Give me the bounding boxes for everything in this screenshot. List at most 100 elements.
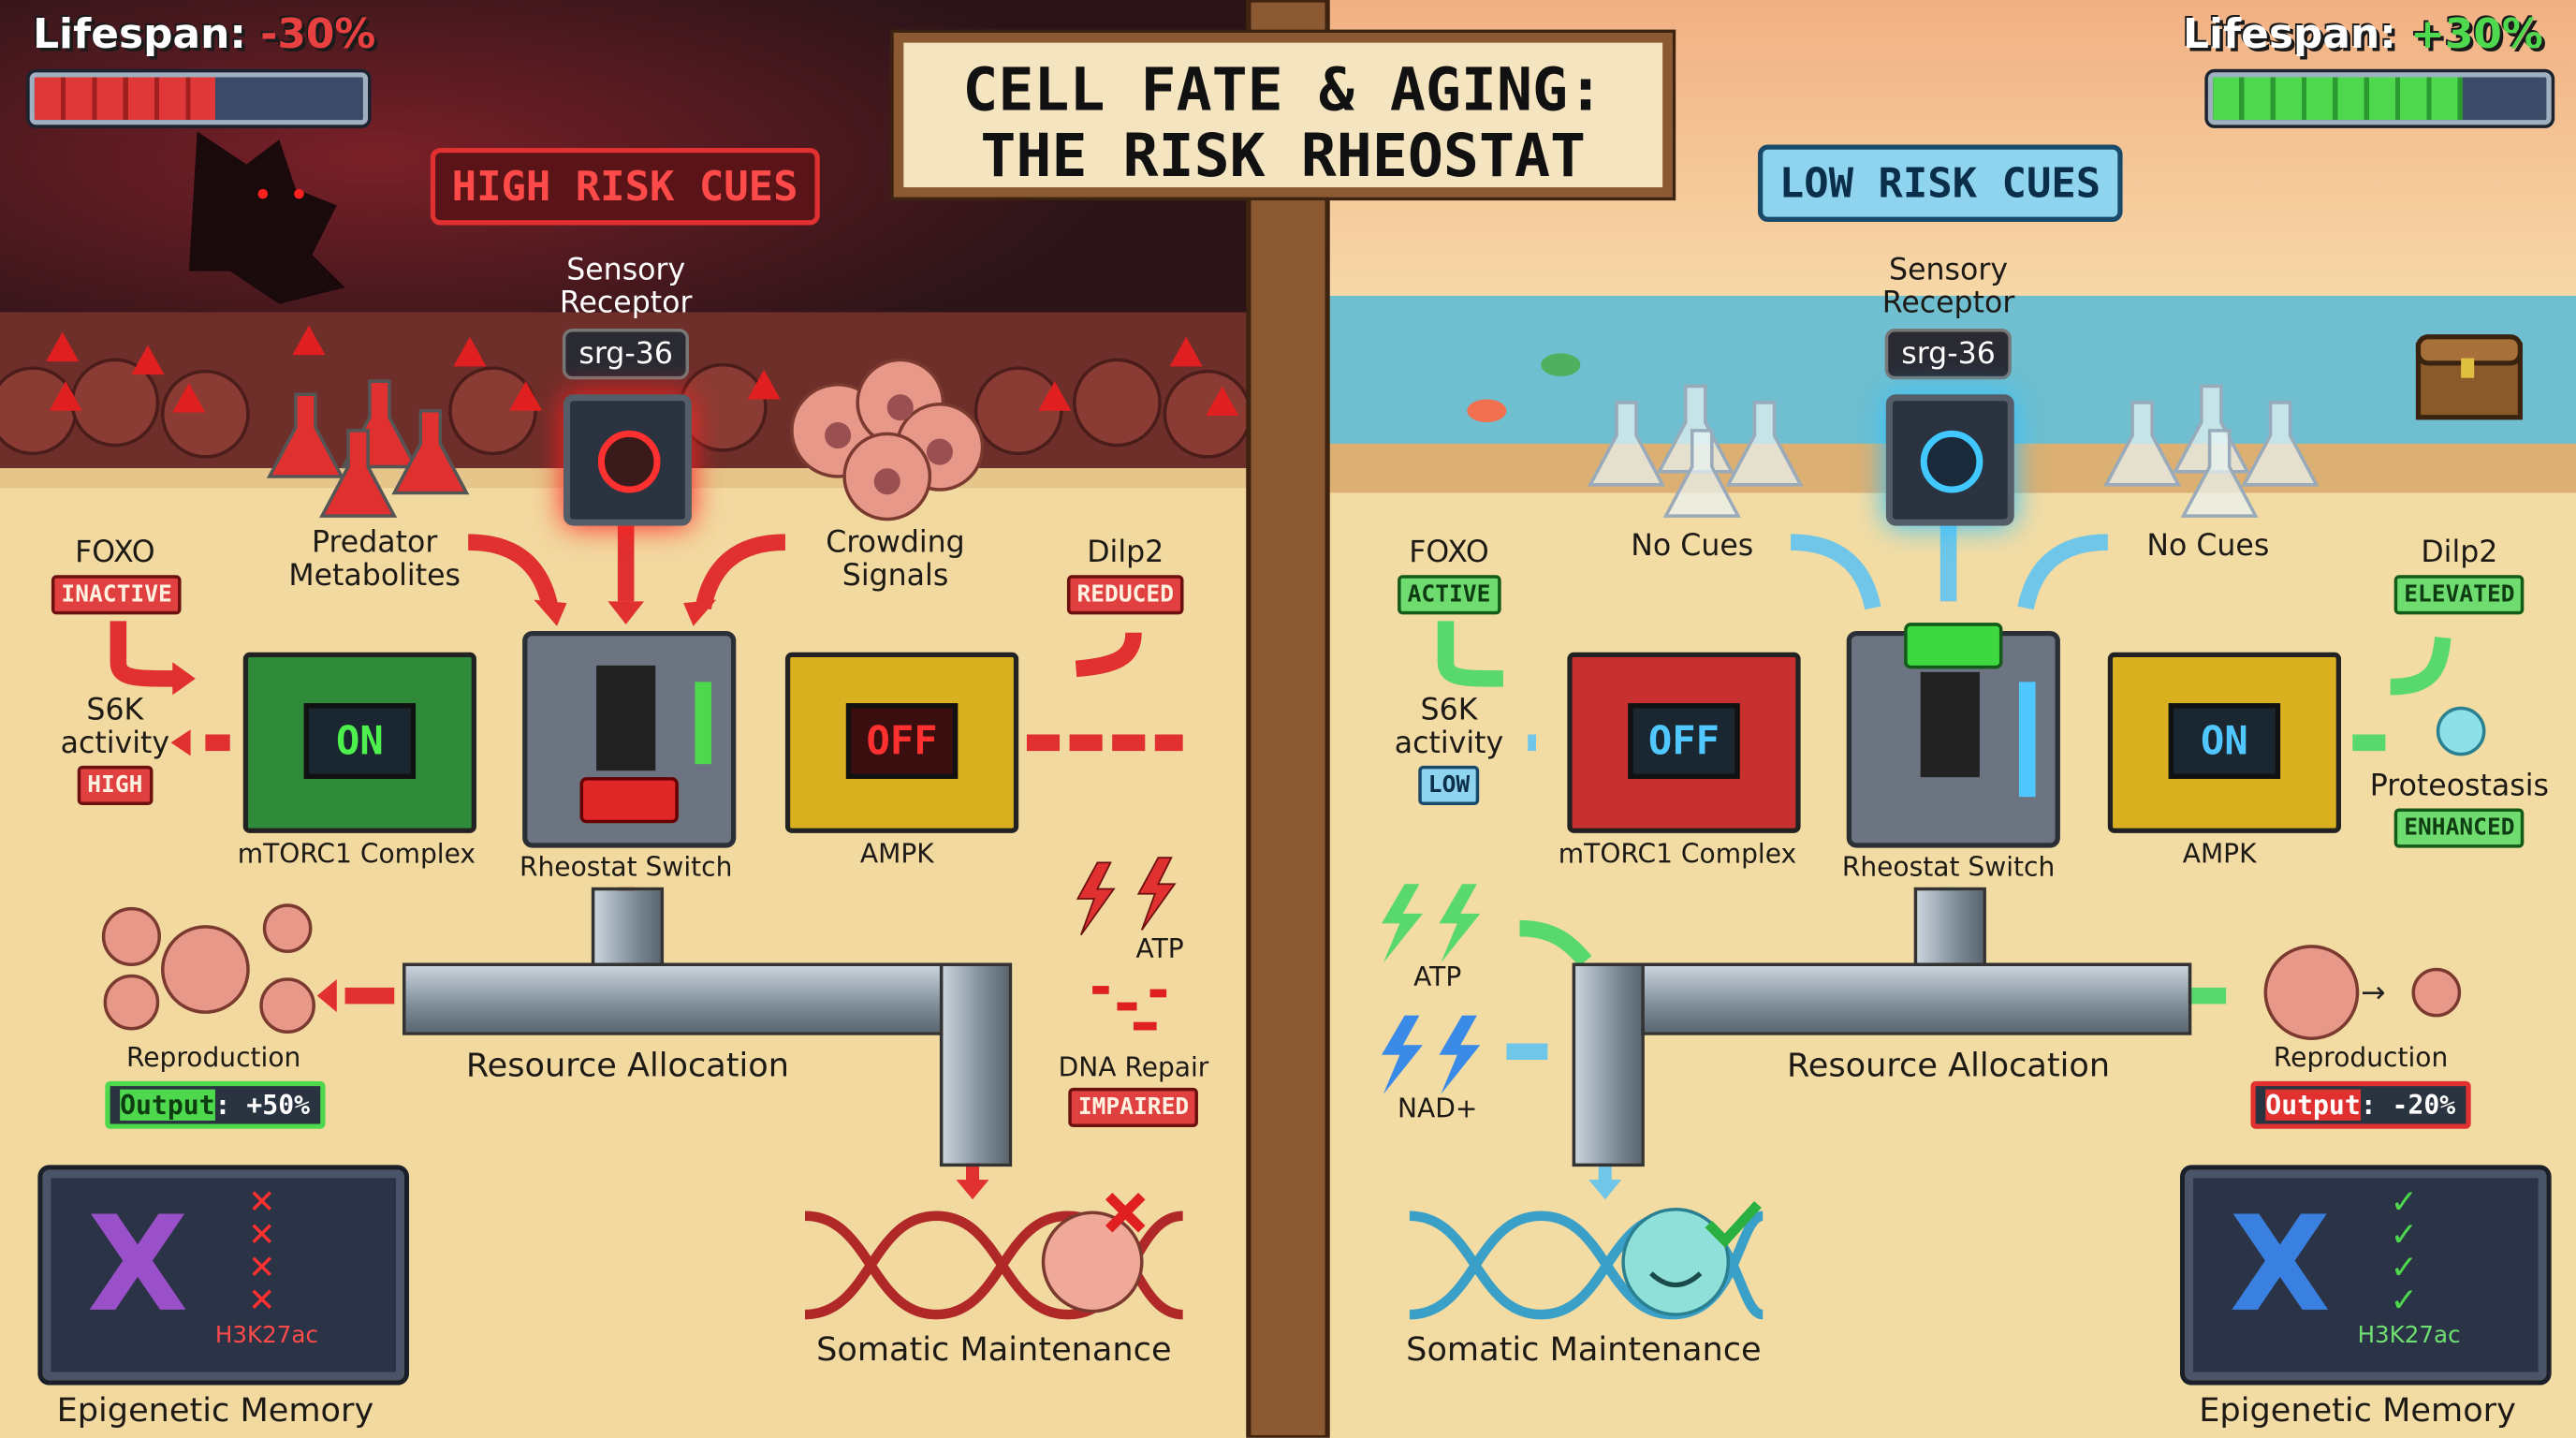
resource-pipe-right — [1634, 962, 2192, 1035]
foxo-label: FOXO — [1409, 536, 1489, 571]
rheostat-label: Rheostat Switch — [519, 851, 733, 883]
resource-pipe-left — [402, 962, 952, 1035]
treasure-chest-icon — [2415, 334, 2523, 420]
s6k-status-badge: LOW — [1418, 765, 1480, 805]
lightning-icon-blue — [1382, 1015, 1481, 1094]
atp-label: ATP — [1135, 932, 1184, 965]
chromosome-icon: X — [2229, 1187, 2331, 1342]
srg-36-pill: srg-36 — [1884, 329, 2012, 380]
svg-text:→: → — [2361, 976, 2385, 1010]
dilp2-label: Dilp2 — [1087, 536, 1164, 571]
reproduction-cells-right — [2263, 945, 2462, 1040]
srg-36-pill: srg-36 — [562, 329, 690, 380]
lifespan-label: Lifespan: — [2183, 9, 2411, 58]
title-line-2: THE RISK RHEOSTAT — [980, 123, 1587, 191]
protein-icon — [2436, 706, 2486, 756]
atp-label: ATP — [1413, 961, 1462, 993]
proteostasis-label: Proteostasis — [2369, 769, 2549, 804]
low-risk-cues-banner: LOW RISK CUES — [1757, 144, 2123, 222]
ampk-label: AMPK — [859, 838, 934, 870]
h3k27ac-mark: H3K27ac — [214, 1322, 318, 1349]
happy-cell-icon — [1621, 1207, 1731, 1316]
sensory-receptor-red — [563, 394, 692, 526]
lifespan-bar-left — [26, 68, 372, 128]
dna-repair-label: DNA Repair — [1058, 1051, 1209, 1083]
mtorc1-label: mTORC1 Complex — [237, 838, 476, 870]
mtorc1-board: ON — [242, 652, 476, 833]
no-cues-label: No Cues — [1631, 529, 1754, 564]
check-icon — [1705, 1200, 1762, 1248]
empty-flask-icon — [1588, 384, 2320, 518]
foxo-status-badge: INACTIVE — [51, 575, 183, 615]
dilp2-status-badge: REDUCED — [1066, 575, 1184, 615]
lifespan-label: Lifespan: — [33, 9, 261, 58]
reproduction-output-badge: Output: -20% — [2250, 1080, 2470, 1129]
lifespan-value: -30% — [260, 9, 376, 58]
mtorc1-display: OFF — [1628, 703, 1740, 779]
mtorc1-board: OFF — [1567, 652, 1801, 833]
lifespan-value: +30% — [2410, 9, 2543, 58]
lifespan-bar-right — [2204, 68, 2555, 128]
lifespan-bar-fill — [2213, 77, 2464, 121]
dna-repair-status-badge: IMPAIRED — [1068, 1087, 1199, 1127]
lifespan-readout-right: Lifespan: +30% — [2183, 10, 2543, 58]
sensory-receptor-blue — [1885, 394, 2014, 526]
dilp2-label: Dilp2 — [2421, 536, 2498, 571]
chromosome-icon: X — [87, 1187, 189, 1342]
predator-silhouette — [188, 131, 345, 304]
ampk-display: ON — [2168, 703, 2281, 779]
reproduction-label: Reproduction — [126, 1041, 301, 1074]
fish-icon — [1467, 353, 1581, 423]
cross-marks-icon: ✕✕✕✕ — [248, 1181, 276, 1320]
lifespan-bar-fill — [34, 77, 215, 121]
reproduction-label: Reproduction — [2273, 1041, 2449, 1074]
mtorc1-label: mTORC1 Complex — [1558, 838, 1797, 870]
rheostat-switch-right[interactable] — [1846, 623, 2060, 848]
rheostat-switch-left[interactable] — [522, 630, 737, 848]
no-cues-label: No Cues — [2146, 529, 2270, 564]
epigenetic-memory-label: Epigenetic Memory — [56, 1389, 374, 1430]
nad-label: NAD+ — [1398, 1093, 1478, 1124]
h3k27ac-mark: H3K27ac — [2357, 1322, 2461, 1349]
ampk-label: AMPK — [2182, 838, 2257, 870]
ampk-board: OFF — [784, 652, 1019, 833]
pipe-vertical — [1913, 887, 1986, 976]
lightning-icon-green — [1382, 884, 1481, 963]
resource-allocation-label: Resource Allocation — [465, 1045, 790, 1085]
epigenetic-memory-label: Epigenetic Memory — [2199, 1389, 2516, 1430]
s6k-status-badge: HIGH — [77, 765, 153, 805]
proteostasis-status-badge: ENHANCED — [2393, 808, 2525, 848]
lifespan-readout-left: Lifespan: -30% — [33, 10, 375, 58]
dna-fragment-icon — [1092, 986, 1167, 1031]
signal-arrows-left — [110, 519, 1183, 1005]
ampk-display: OFF — [845, 703, 959, 779]
healthy-dna-icon — [1409, 1211, 1764, 1320]
check-marks-icon: ✓✓✓✓ — [2390, 1181, 2419, 1320]
ampk-board: ON — [2107, 652, 2342, 833]
foxo-status-badge: ACTIVE — [1398, 575, 1500, 615]
divider-post — [1246, 0, 1330, 1438]
title-sign: CELL FATE & AGING: THE RISK RHEOSTAT — [890, 29, 1676, 201]
rheostat-label: Rheostat Switch — [1841, 851, 2056, 883]
high-risk-cues-banner: HIGH RISK CUES — [430, 147, 820, 226]
resource-allocation-label: Resource Allocation — [1786, 1045, 2111, 1085]
pipe-elbow — [939, 962, 1013, 1167]
dilp2-status-badge: ELEVATED — [2393, 575, 2525, 615]
epigenetic-chip-left: X ✕✕✕✕ H3K27ac — [37, 1165, 410, 1386]
reproduction-cells-left — [101, 903, 315, 1034]
dead-cell-icon — [1041, 1211, 1144, 1313]
somatic-maintenance-label: Somatic Maintenance — [816, 1328, 1172, 1369]
flask-icon — [266, 379, 470, 518]
signal-arrows-right — [1506, 519, 2109, 1061]
somatic-maintenance-label: Somatic Maintenance — [1406, 1328, 1762, 1369]
title-line-1: CELL FATE & AGING: — [962, 57, 1604, 125]
mtorc1-display: ON — [303, 703, 417, 779]
epigenetic-chip-right: X ✓✓✓✓ H3K27ac — [2180, 1165, 2552, 1386]
